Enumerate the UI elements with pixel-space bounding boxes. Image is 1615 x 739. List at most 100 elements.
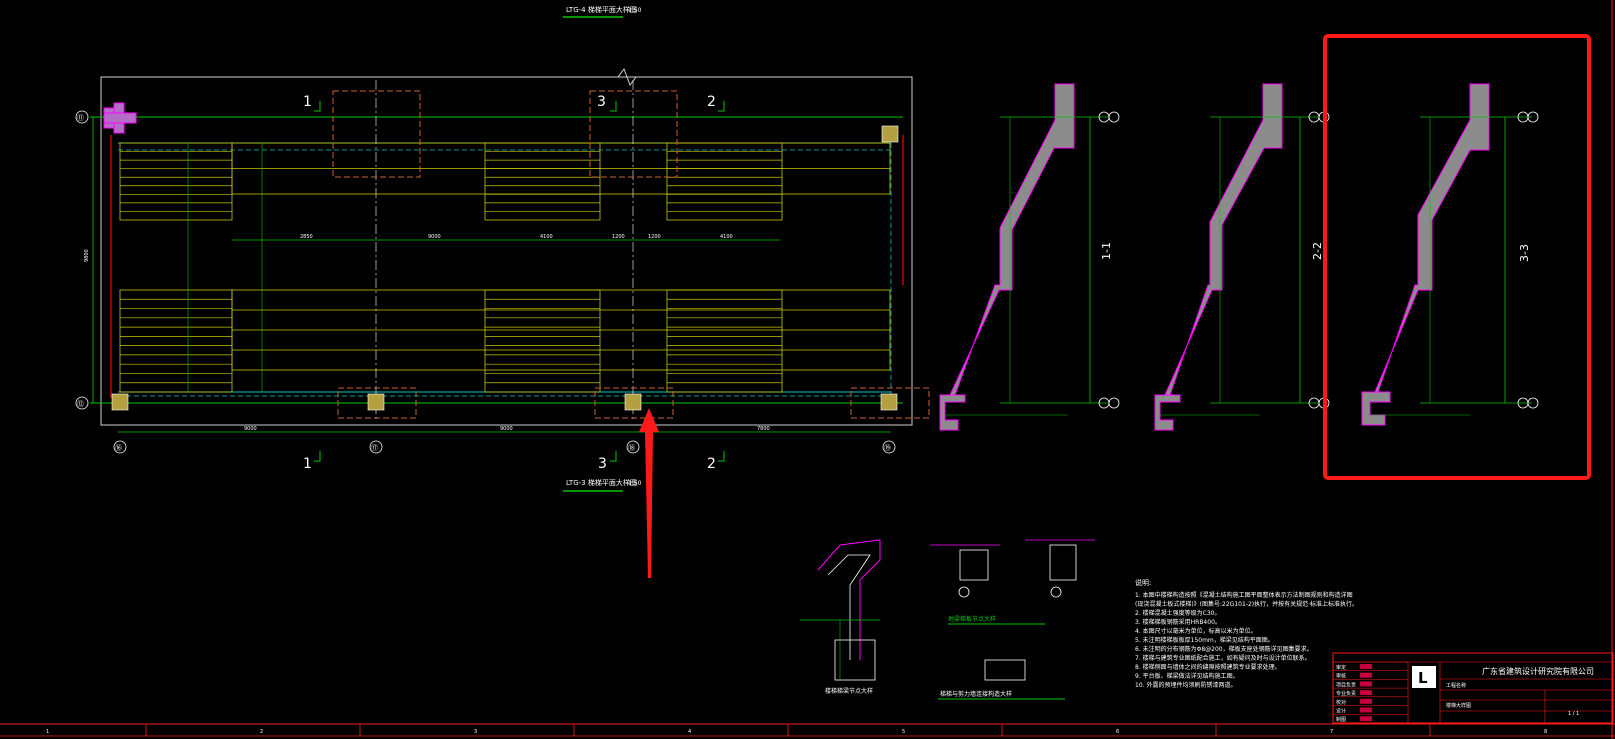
axis-bubble-bottom-1: ⑯ bbox=[113, 440, 127, 454]
section-label: 2-2 bbox=[1311, 242, 1324, 260]
ruler-label: 5 bbox=[902, 729, 905, 735]
svg-text:4. 本图尺寸以毫米为单位，标高以米为单位。: 4. 本图尺寸以毫米为单位，标高以米为单位。 bbox=[1135, 627, 1257, 635]
design-notes: 说明: 1. 本图中楼梯构造按照《混凝土结构施工图平面整体表示方法制图规则和构造… bbox=[1135, 578, 1358, 689]
svg-text:9. 平台板、梯梁做法详见结构施工图。: 9. 平台板、梯梁做法详见结构施工图。 bbox=[1135, 672, 1239, 680]
plan-title-bottom: LTG-3 梯梯平面大样图 1:50 bbox=[563, 478, 642, 492]
svg-text:⑫: ⑫ bbox=[77, 400, 84, 408]
drawing-name: 楼梯大样图 bbox=[1446, 702, 1471, 709]
svg-text:2. 楼梯混凝土强度等级为C30。: 2. 楼梯混凝土强度等级为C30。 bbox=[1135, 609, 1220, 617]
sheet-number: 1 / 1 bbox=[1568, 711, 1579, 717]
titleblock-row-label: 校对 bbox=[1336, 699, 1346, 706]
section-mark-3-bottom: 3 bbox=[598, 451, 617, 472]
ruler-label: 8 bbox=[1544, 729, 1547, 735]
svg-text:⑲: ⑲ bbox=[884, 444, 891, 452]
dim-text: 1200 bbox=[648, 234, 661, 240]
signature-mark bbox=[1360, 707, 1372, 713]
dim-text: 1200 bbox=[612, 234, 625, 240]
red-arrow-annotation bbox=[639, 408, 659, 578]
titleblock-row-label: 审定 bbox=[1336, 664, 1346, 671]
dim-text: 4100 bbox=[720, 234, 733, 240]
dim-text: 4100 bbox=[540, 234, 553, 240]
signature-mark bbox=[1360, 716, 1372, 722]
svg-text:5. 未注明楼梯板板厚150mm，梯梁见结构平面图。: 5. 未注明楼梯板板厚150mm，梯梁见结构平面图。 bbox=[1135, 636, 1274, 644]
svg-text:说明:: 说明: bbox=[1135, 578, 1151, 587]
section-mark-2-top: 2 bbox=[707, 94, 725, 112]
svg-text:⑱: ⑱ bbox=[628, 444, 635, 452]
svg-text:2: 2 bbox=[707, 94, 716, 110]
dim-text: 9800 bbox=[84, 249, 90, 262]
svg-text:1: 1 bbox=[303, 94, 312, 110]
svg-text:⑪: ⑪ bbox=[77, 114, 84, 122]
dim-text: 7800 bbox=[757, 426, 770, 432]
titleblock-row-label: 专业负责 bbox=[1336, 690, 1356, 697]
svg-text:6. 未注明的分布钢筋为Φ8@200，梯板支座处钢筋详见图集: 6. 未注明的分布钢筋为Φ8@200，梯板支座处钢筋详见图集要求。 bbox=[1135, 645, 1313, 653]
section-2-2[interactable]: 2-2 bbox=[1154, 83, 1330, 431]
svg-text:LTG-4 梯梯平面大样图: LTG-4 梯梯平面大样图 bbox=[566, 5, 637, 14]
svg-text:(现浇混凝土板式楼梯)》(图集号:22G101-2)执行，并: (现浇混凝土板式楼梯)》(图集号:22G101-2)执行，并按有关规范·标准上标… bbox=[1135, 600, 1358, 608]
ruler-label: 4 bbox=[688, 729, 691, 735]
stair-flights-top bbox=[119, 142, 891, 221]
axis-bubble-left-bottom: ⑫ bbox=[75, 396, 89, 410]
svg-text:LTG-3 梯梯平面大样图: LTG-3 梯梯平面大样图 bbox=[566, 478, 637, 487]
section-3-3[interactable]: 3-3 bbox=[1323, 34, 1591, 480]
titleblock-row-label: 项目负责 bbox=[1336, 681, 1356, 688]
stair-flights-bottom bbox=[119, 289, 891, 393]
svg-text:地梁梯板节点大样: 地梁梯板节点大样 bbox=[948, 615, 996, 623]
section-1-1[interactable]: 1-1 bbox=[939, 83, 1120, 431]
section-mark-1-bottom: 1 bbox=[303, 451, 321, 472]
plan-title-top: LTG-4 梯梯平面大样图 1:50 bbox=[563, 5, 642, 18]
ruler-label: 1 bbox=[46, 729, 49, 735]
dim-text: 9000 bbox=[500, 426, 513, 432]
axis-bubble-bottom-3: ⑱ bbox=[626, 440, 640, 454]
dim-text: 9000 bbox=[244, 426, 257, 432]
detail-beam-node[interactable]: 楼梯梯梁节点大样 bbox=[800, 539, 881, 695]
stair-plan-view[interactable]: 1 3 2 1 3 2 ⑪ ⑫ bbox=[75, 67, 930, 472]
axis-bubble-bottom-4: ⑲ bbox=[882, 440, 896, 454]
section-label: 1-1 bbox=[1100, 242, 1113, 260]
company-logo bbox=[1412, 666, 1436, 688]
dim-text: 9000 bbox=[428, 234, 441, 240]
section-mark-2-bottom: 2 bbox=[707, 451, 725, 472]
signature-mark bbox=[1360, 698, 1372, 704]
company-logo-letter: L bbox=[1418, 669, 1428, 687]
detail-ground-beam[interactable]: 地梁梯板节点大样 梯梯与剪力墙连接构造大样 bbox=[930, 539, 1095, 700]
svg-text:⑰: ⑰ bbox=[371, 444, 378, 452]
section-label: 3-3 bbox=[1518, 244, 1531, 262]
svg-text:3: 3 bbox=[598, 456, 607, 472]
ruler-label: 7 bbox=[1330, 729, 1333, 735]
project-name: 工程名称 bbox=[1446, 682, 1466, 689]
signature-mark bbox=[1360, 664, 1372, 669]
company-name: 广东省建筑设计研究院有限公司 bbox=[1482, 666, 1594, 676]
ruler-label: 6 bbox=[1116, 729, 1119, 735]
svg-text:3: 3 bbox=[597, 94, 606, 110]
bottom-ruler: 1 2 3 4 5 6 7 8 bbox=[0, 723, 1615, 737]
ruler-label: 3 bbox=[474, 729, 477, 735]
titleblock-row-label: 设计 bbox=[1336, 708, 1346, 715]
svg-text:10. 外露的预埋件均须刷防锈漆两道。: 10. 外露的预埋件均须刷防锈漆两道。 bbox=[1135, 681, 1236, 689]
highlight-box bbox=[1323, 34, 1591, 480]
svg-text:1:50: 1:50 bbox=[628, 480, 642, 487]
svg-text:梯梯与剪力墙连接构造大样: 梯梯与剪力墙连接构造大样 bbox=[940, 690, 1012, 698]
svg-text:1: 1 bbox=[303, 456, 312, 472]
dim-text: 2850 bbox=[300, 234, 313, 240]
svg-text:⑯: ⑯ bbox=[115, 444, 122, 452]
titleblock-row-label: 审核 bbox=[1336, 673, 1346, 680]
svg-text:楼梯梯梁节点大样: 楼梯梯梁节点大样 bbox=[825, 687, 873, 695]
svg-text:2: 2 bbox=[707, 456, 716, 472]
svg-text:7. 楼梯与建筑专业图纸配合施工，如有疑问及时与设计单位联系: 7. 楼梯与建筑专业图纸配合施工，如有疑问及时与设计单位联系。 bbox=[1135, 654, 1311, 662]
axis-bubble-left-top: ⑪ bbox=[75, 110, 89, 124]
axis-bubble-bottom-2: ⑰ bbox=[369, 440, 383, 454]
titleblock-row-label: 制图 bbox=[1336, 716, 1346, 723]
section-mark-3-top: 3 bbox=[597, 94, 617, 112]
signature-mark bbox=[1360, 672, 1372, 678]
signature-mark bbox=[1360, 681, 1372, 687]
signature-mark bbox=[1360, 690, 1372, 696]
svg-text:1:50: 1:50 bbox=[628, 7, 642, 14]
section-mark-1-top: 1 bbox=[303, 94, 321, 112]
ruler-label: 2 bbox=[260, 729, 263, 735]
svg-text:1. 本图中楼梯构造按照《混凝土结构施工图平面整体表示方法制: 1. 本图中楼梯构造按照《混凝土结构施工图平面整体表示方法制图规则和构造详图 bbox=[1135, 591, 1353, 599]
svg-text:3. 楼梯梯板钢筋采用HRB400。: 3. 楼梯梯板钢筋采用HRB400。 bbox=[1135, 618, 1221, 626]
svg-text:8. 楼梯侧面与墙体之间的缝隙按照建筑专业要求处理。: 8. 楼梯侧面与墙体之间的缝隙按照建筑专业要求处理。 bbox=[1135, 663, 1281, 671]
